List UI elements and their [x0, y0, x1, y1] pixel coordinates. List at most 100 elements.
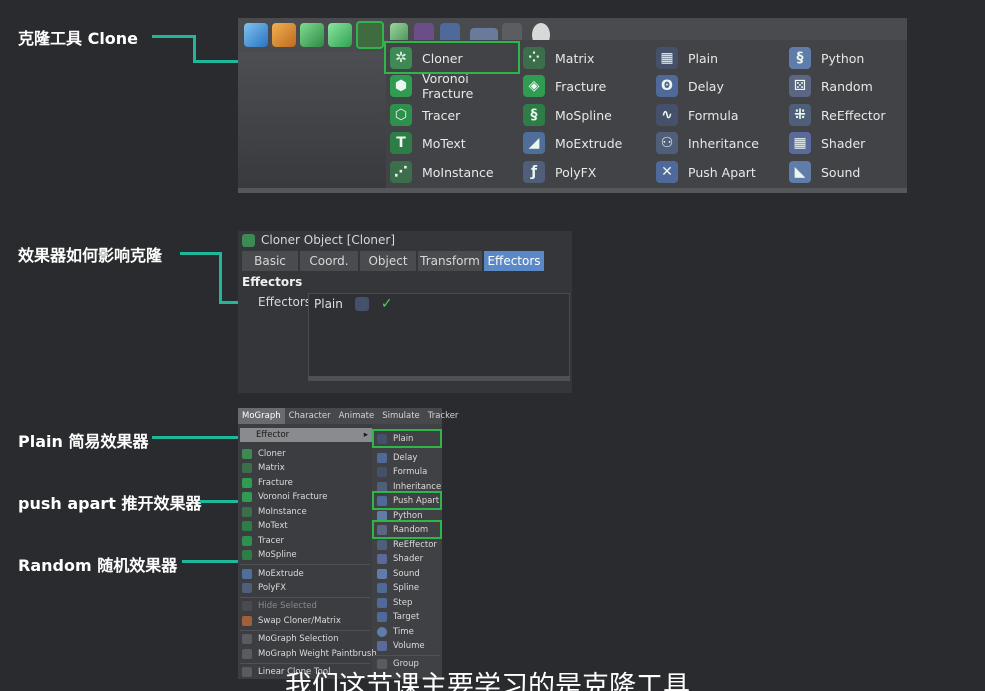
menu-label: Cloner: [422, 50, 463, 66]
cloner-toolbar-icon[interactable]: [356, 21, 384, 49]
menu-effector[interactable]: Effector ▸: [240, 428, 372, 442]
menu-label: Linear Clone Tool: [258, 667, 331, 677]
menu-voronoi-fracture[interactable]: Voronoi Fracture: [242, 490, 327, 504]
push-apart-icon: [377, 496, 387, 506]
menubar-tracker[interactable]: Tracker: [427, 411, 459, 421]
tab-basic[interactable]: Basic: [242, 251, 298, 271]
menu-polyfx[interactable]: ƒ PolyFX: [523, 158, 653, 186]
annotation-random: Random 随机效果器: [18, 556, 178, 575]
menu-reeffector[interactable]: ReEffector: [377, 538, 437, 552]
panel-title: Cloner Object [Cloner]: [242, 233, 395, 247]
menu-delay[interactable]: ʘ Delay: [656, 72, 786, 100]
menu-linear-clone-tool[interactable]: Linear Clone Tool: [242, 665, 330, 679]
menu-random[interactable]: ⚄ Random: [789, 72, 905, 100]
menu-reeffector[interactable]: ⁜ ReEffector: [789, 101, 905, 129]
connector-clone-h1: [152, 35, 195, 38]
list-scrollbar[interactable]: [308, 376, 570, 381]
menu-moinstance[interactable]: MoInstance: [242, 505, 307, 519]
python-icon: [377, 511, 387, 521]
menu-label: Shader: [393, 554, 424, 564]
menu-time[interactable]: Time: [377, 625, 414, 639]
menu-cloner[interactable]: ✲ Cloner: [390, 44, 520, 72]
voronoi-fracture-icon: ⬢: [390, 75, 412, 97]
tab-effectors[interactable]: Effectors: [484, 251, 544, 271]
mograph-submenu: [238, 424, 372, 679]
menu-volume[interactable]: Volume: [377, 639, 425, 653]
menu-random[interactable]: Random: [377, 523, 428, 537]
menu-mograph-selection[interactable]: MoGraph Selection: [242, 632, 338, 646]
menu-label: Target: [393, 612, 420, 622]
menu-shader[interactable]: ▦ Shader: [789, 129, 905, 157]
pen-icon[interactable]: [272, 23, 296, 47]
menu-moextrude[interactable]: MoExtrude: [242, 567, 304, 581]
menu-formula[interactable]: Formula: [377, 465, 427, 479]
menu-tracer[interactable]: Tracer: [242, 534, 284, 548]
menu-matrix[interactable]: ⁘ Matrix: [523, 44, 653, 72]
menu-label: Inheritance: [393, 482, 442, 492]
panel-title-text: Cloner Object [Cloner]: [261, 233, 396, 247]
menu-label: MoSpline: [555, 107, 612, 123]
connector-effectors-v: [219, 252, 222, 304]
menu-label: Hide Selected: [258, 601, 317, 611]
effector-list-item[interactable]: Plain ✓: [314, 296, 393, 312]
menu-separator: [374, 655, 440, 656]
menu-mospline[interactable]: MoSpline: [242, 548, 297, 562]
effectors-field-label: Effectors: [258, 295, 312, 309]
menubar-character[interactable]: Character: [288, 411, 331, 421]
menu-group[interactable]: Group: [377, 657, 419, 671]
cube-icon[interactable]: [244, 23, 268, 47]
menu-label: Push Apart: [688, 164, 756, 180]
menu-plain[interactable]: Plain: [377, 432, 413, 446]
menu-matrix[interactable]: Matrix: [242, 461, 285, 475]
menu-sound[interactable]: ◣ Sound: [789, 158, 905, 186]
menu-fracture[interactable]: ◈ Fracture: [523, 72, 653, 100]
menu-push-apart[interactable]: Push Apart: [377, 494, 439, 508]
generator-icon[interactable]: [328, 23, 352, 47]
inheritance-icon: ⚇: [656, 132, 678, 154]
menu-label: ReEffector: [821, 107, 886, 123]
menu-sound[interactable]: Sound: [377, 567, 420, 581]
menu-formula[interactable]: ∿ Formula: [656, 101, 786, 129]
annotation-plain: Plain 简易效果器: [18, 432, 149, 451]
tab-coord[interactable]: Coord.: [300, 251, 358, 271]
menu-mospline[interactable]: § MoSpline: [523, 101, 653, 129]
menu-tracer[interactable]: ⬡ Tracer: [390, 101, 520, 129]
menu-motext[interactable]: T MoText: [390, 129, 520, 157]
checkmark-icon[interactable]: ✓: [380, 296, 393, 312]
menu-swap-cloner-matrix[interactable]: Swap Cloner/Matrix: [242, 614, 341, 628]
subdivision-icon[interactable]: [300, 23, 324, 47]
menu-label: MoGraph Weight Paintbrush: [258, 649, 377, 659]
menu-label: Random: [821, 78, 873, 94]
menubar-mograph[interactable]: MoGraph: [238, 408, 285, 424]
menu-plain[interactable]: ▦ Plain: [656, 44, 786, 72]
tab-transform[interactable]: Transform: [418, 251, 482, 271]
menu-push-apart[interactable]: ✕ Push Apart: [656, 158, 786, 186]
menubar-animate[interactable]: Animate: [338, 411, 375, 421]
menu-inheritance[interactable]: ⚇ Inheritance: [656, 129, 786, 157]
menu-cloner[interactable]: Cloner: [242, 447, 286, 461]
menu-voronoi-fracture[interactable]: ⬢ Voronoi Fracture: [390, 71, 520, 101]
menu-moextrude[interactable]: ◢ MoExtrude: [523, 129, 653, 157]
menubar-simulate[interactable]: Simulate: [382, 411, 420, 421]
menu-target[interactable]: Target: [377, 610, 419, 624]
menu-label: Tracer: [258, 536, 285, 546]
menu-delay[interactable]: Delay: [377, 451, 417, 465]
menu-moinstance[interactable]: ⋰ MoInstance: [390, 158, 520, 186]
paintbrush-icon: [242, 649, 252, 659]
menu-shader[interactable]: Shader: [377, 552, 423, 566]
menu-python[interactable]: Python: [377, 509, 422, 523]
menu-hide-selected[interactable]: Hide Selected: [242, 599, 317, 613]
menu-fracture[interactable]: Fracture: [242, 476, 293, 490]
tab-object[interactable]: Object: [360, 251, 416, 271]
effectors-list[interactable]: Plain ✓: [308, 293, 570, 377]
menu-motext[interactable]: MoText: [242, 519, 288, 533]
menu-label: Fracture: [258, 478, 293, 488]
menu-python[interactable]: § Python: [789, 44, 905, 72]
menu-polyfx[interactable]: PolyFX: [242, 581, 286, 595]
menu-inheritance[interactable]: Inheritance: [377, 480, 441, 494]
inheritance-icon: [377, 482, 387, 492]
menu-step[interactable]: Step: [377, 596, 412, 610]
menu-spline[interactable]: Spline: [377, 581, 419, 595]
plain-icon: [377, 434, 387, 444]
menu-mograph-weight-paintbrush[interactable]: MoGraph Weight Paintbrush: [242, 647, 377, 661]
